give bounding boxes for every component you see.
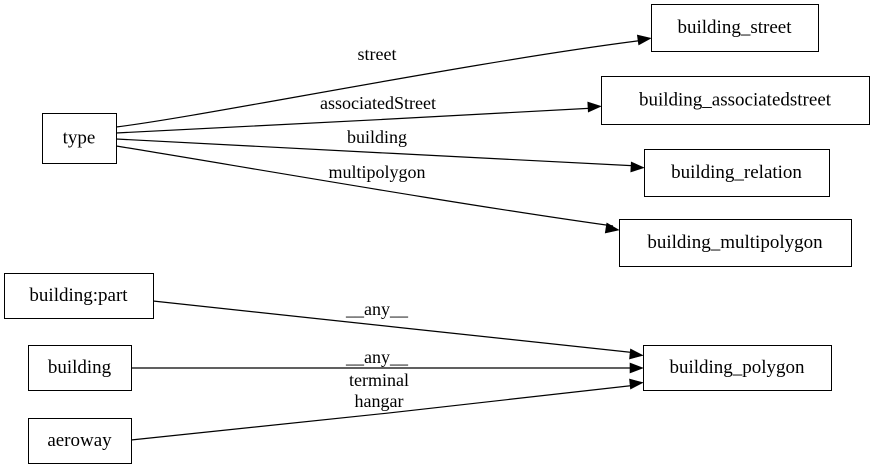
edge-arrowhead-icon (587, 101, 602, 113)
edge-line (115, 107, 596, 134)
node-label: aeroway (47, 430, 112, 451)
node-label: building:part (29, 285, 128, 306)
node-building_polygon[interactable]: building_polygon (643, 345, 832, 391)
node-aeroway[interactable]: aeroway (28, 418, 132, 464)
edge-line (115, 39, 646, 128)
node-building_street[interactable]: building_street (651, 4, 819, 52)
edge-label: terminal (349, 370, 409, 390)
node-label: building_polygon (669, 357, 805, 378)
edge-line (115, 145, 614, 227)
edge-arrowhead-icon (630, 161, 645, 173)
node-label: building_street (678, 17, 793, 38)
edge-label: associatedStreet (320, 93, 436, 113)
edge-arrowhead-icon (629, 362, 644, 374)
edge-labels-layer: street associatedStreet building multipolyg… (320, 44, 436, 411)
edge-line (115, 138, 639, 167)
edge-building-to-building_polygon (131, 362, 644, 374)
edge-type-to-building_associatedstreet (115, 101, 602, 134)
node-building_associatedstreet[interactable]: building_associatedstreet (601, 76, 870, 125)
edge-label: building (347, 127, 407, 147)
node-building_part[interactable]: building:part (4, 273, 154, 319)
node-label: building (48, 357, 112, 378)
edge-label: __any__ (345, 299, 409, 319)
node-box[interactable] (643, 345, 832, 391)
node-box[interactable] (28, 345, 132, 391)
edge-arrowhead-icon (629, 378, 644, 390)
node-type[interactable]: type (42, 113, 117, 164)
edge-type-to-building_multipolygon (115, 145, 620, 234)
node-label: building_associatedstreet (639, 89, 832, 110)
node-box[interactable] (28, 418, 132, 464)
node-box[interactable] (4, 273, 154, 319)
node-box[interactable] (619, 219, 852, 267)
node-box[interactable] (601, 76, 870, 125)
nodes-layer: type building_street building_associatedst… (4, 4, 870, 464)
edge-label: hangar (355, 391, 404, 411)
node-box[interactable] (651, 4, 819, 52)
edge-aeroway-to-building_polygon (130, 378, 644, 441)
node-building_relation[interactable]: building_relation (644, 149, 830, 197)
edges-layer (115, 34, 652, 441)
edge-arrowhead-icon (636, 34, 652, 46)
edge-type-to-building_relation (115, 138, 645, 173)
edge-line (130, 384, 638, 441)
edge-label: multipolygon (328, 162, 425, 182)
node-building[interactable]: building (28, 345, 132, 391)
node-box[interactable] (644, 149, 830, 197)
node-box[interactable] (42, 113, 117, 164)
node-label: building_multipolygon (647, 232, 823, 253)
node-label: building_relation (671, 162, 802, 183)
node-label: type (63, 127, 96, 148)
edge-building_part-to-building_polygon (152, 300, 644, 360)
edge-line (152, 300, 638, 354)
edge-type-to-building_street (115, 34, 652, 128)
edge-arrowhead-icon (604, 222, 620, 234)
edge-label: street (358, 44, 397, 64)
edge-arrowhead-icon (629, 348, 644, 360)
edge-label: __any__ (345, 347, 409, 367)
node-building_multipolygon[interactable]: building_multipolygon (619, 219, 852, 267)
